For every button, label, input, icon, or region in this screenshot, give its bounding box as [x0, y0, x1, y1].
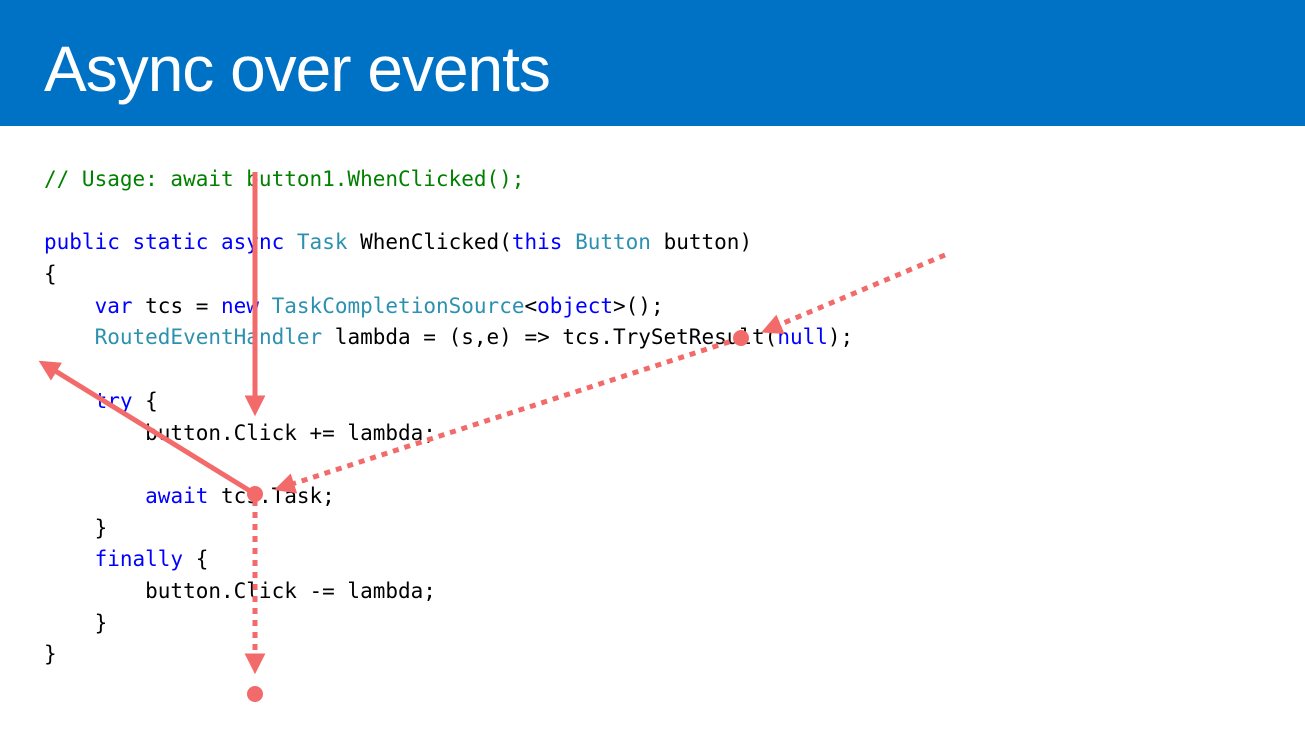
code-token-kw: public	[44, 230, 120, 255]
code-token-plain: >();	[613, 293, 664, 318]
code-token-plain	[562, 230, 575, 254]
code-line: await tcs.Task;	[44, 481, 853, 513]
code-block: // Usage: await button1.WhenClicked(); pu…	[44, 164, 853, 671]
code-line: button.Click -= lambda;	[44, 576, 853, 608]
code-line: // Usage: await button1.WhenClicked();	[44, 164, 853, 196]
code-line	[44, 449, 853, 481]
code-token-kw: try	[94, 388, 133, 413]
code-line: }	[44, 639, 853, 671]
dot-end-point	[247, 686, 263, 702]
code-line: button.Click += lambda;	[44, 418, 853, 450]
code-token-type: Button	[575, 230, 651, 255]
code-line: }	[44, 513, 853, 545]
code-token-type: RoutedEventHandler	[94, 325, 323, 350]
slide-title: Async over events	[44, 33, 551, 105]
code-token-plain	[284, 230, 297, 254]
code-line: public static async Task WhenClicked(thi…	[44, 227, 853, 259]
code-token-kw: null	[777, 325, 828, 350]
code-token-kw: async	[221, 230, 285, 255]
code-token-type: TaskCompletionSource	[271, 293, 525, 318]
code-token-plain	[208, 230, 221, 254]
code-token-kw: var	[94, 293, 133, 318]
code-token-plain	[44, 325, 95, 349]
code-token-plain	[259, 294, 272, 318]
code-token-plain: WhenClicked(	[347, 230, 512, 255]
code-line: {	[44, 259, 853, 291]
code-line: try {	[44, 386, 853, 418]
code-token-plain: }	[44, 642, 57, 667]
code-token-plain: {	[183, 547, 209, 572]
code-line: finally {	[44, 544, 853, 576]
code-token-plain: lambda = (s,e) => tcs.TrySetResult(	[322, 325, 778, 350]
code-token-comment: // Usage: await button1.WhenClicked();	[44, 167, 525, 191]
code-token-plain: }	[44, 610, 108, 635]
code-line: RoutedEventHandler lambda = (s,e) => tcs…	[44, 322, 854, 354]
code-token-kw: finally	[94, 547, 184, 572]
code-line: var tcs = new TaskCompletionSource<objec…	[44, 291, 853, 323]
code-token-plain: button.Click += lambda;	[44, 420, 436, 445]
code-token-kw: static	[132, 230, 209, 255]
code-token-type: Task	[296, 230, 348, 255]
code-token-plain: <	[524, 293, 538, 318]
code-token-plain: button.Click -= lambda;	[44, 578, 436, 603]
code-token-kw: await	[145, 483, 209, 508]
code-token-plain	[44, 484, 145, 508]
code-token-kw: this	[511, 230, 563, 255]
code-line	[44, 196, 853, 228]
title-bar: Async over events	[0, 0, 1305, 126]
code-token-plain	[120, 230, 133, 254]
code-line: }	[44, 608, 853, 640]
code-token-kw: object	[537, 293, 614, 318]
code-token-plain: );	[827, 325, 854, 350]
code-line	[44, 354, 853, 386]
code-token-plain: {	[44, 262, 57, 287]
code-token-plain: tcs.Task;	[208, 483, 335, 508]
code-token-plain: {	[132, 388, 158, 413]
code-token-plain	[44, 294, 95, 318]
code-token-plain	[44, 389, 95, 413]
code-token-kw: new	[221, 293, 259, 318]
code-token-plain: }	[44, 515, 108, 540]
code-token-plain: tcs =	[132, 293, 222, 318]
code-token-plain: button)	[650, 230, 753, 255]
code-token-plain	[44, 547, 95, 571]
